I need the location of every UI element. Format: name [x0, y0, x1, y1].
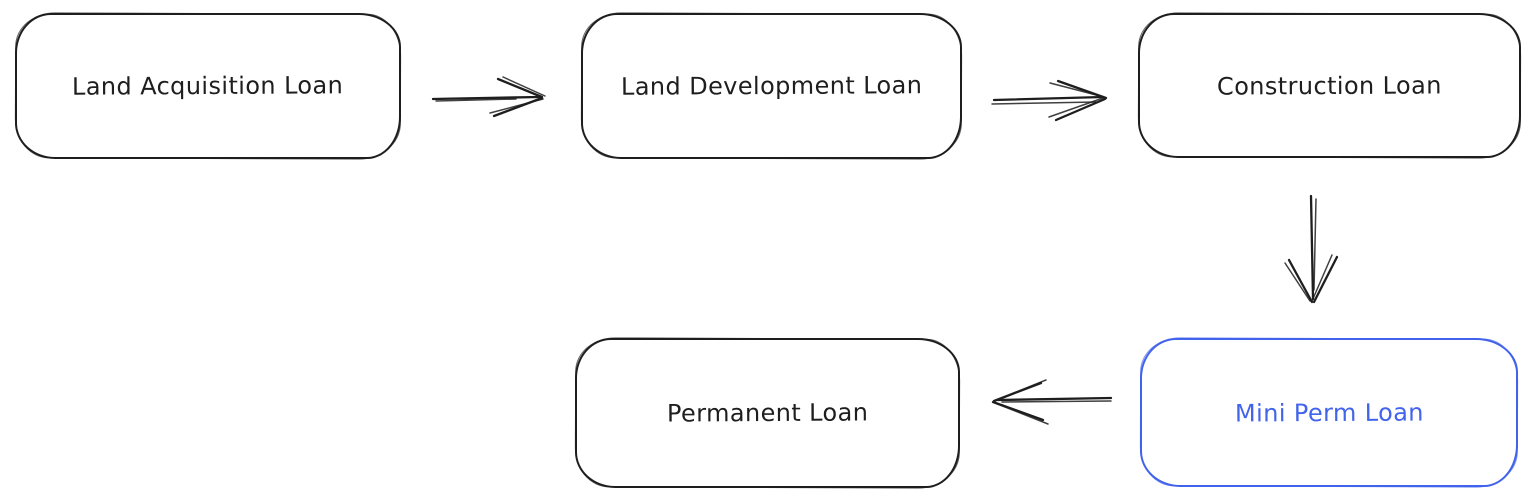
arrow-development-to-construction-icon — [991, 79, 1108, 122]
node-permanent-loan: Permanent Loan — [575, 338, 960, 488]
arrow-miniperm-to-permanent-icon — [991, 379, 1113, 425]
arrow-construction-to-miniperm-icon — [1284, 194, 1339, 304]
node-mini-perm-loan: Mini Perm Loan — [1140, 338, 1518, 487]
node-label-permanent-loan: Permanent Loan — [666, 398, 869, 428]
node-label-land-acquisition-loan: Land Acquisition Loan — [72, 71, 344, 101]
node-label-mini-perm-loan: Mini Perm Loan — [1234, 398, 1424, 427]
node-land-development-loan: Land Development Loan — [581, 13, 962, 159]
node-label-construction-loan: Construction Loan — [1217, 70, 1442, 101]
node-construction-loan: Construction Loan — [1138, 13, 1521, 158]
node-label-land-development-loan: Land Development Loan — [620, 71, 923, 101]
arrow-acquisition-to-development-icon — [431, 76, 546, 118]
node-land-acquisition-loan: Land Acquisition Loan — [15, 13, 401, 159]
